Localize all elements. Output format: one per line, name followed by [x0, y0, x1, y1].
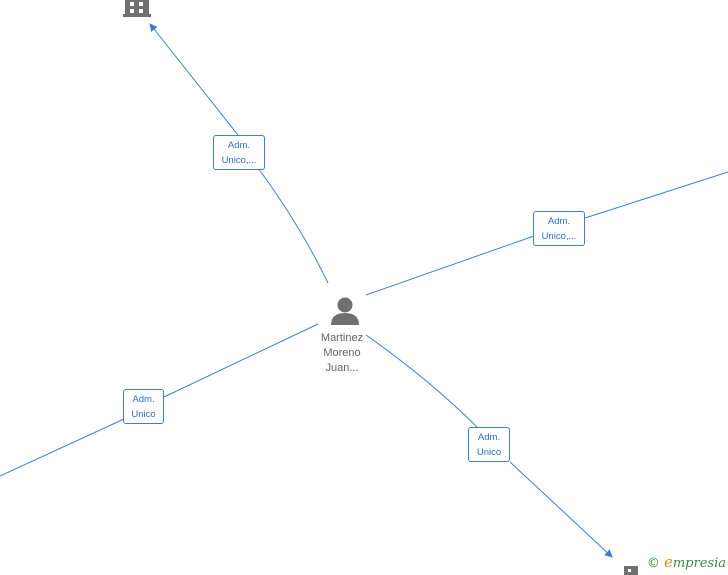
edge-label-left[interactable]: Adm. Unico	[123, 389, 164, 424]
edge-top-company	[150, 24, 329, 284]
edge-label-role: Adm.	[227, 140, 251, 151]
edge-label-role: Adm.	[477, 432, 501, 443]
edge-label-role-detail: Unico,...	[221, 155, 257, 166]
person-name-line: Juan...	[325, 362, 359, 374]
empresia-watermark: © empresia	[647, 553, 726, 571]
edge-label-bottom[interactable]: Adm. Unico	[468, 427, 510, 462]
building-icon[interactable]	[123, 0, 151, 17]
person-icon[interactable]	[331, 297, 359, 326]
person-name[interactable]: Martinez Moreno Juan...	[307, 331, 377, 376]
edge-label-role: Adm.	[132, 394, 155, 405]
brand-initial: e	[663, 553, 673, 571]
edge-label-role-detail: Unico	[131, 409, 156, 420]
edge-bottom-left	[0, 323, 319, 477]
edge-label-right[interactable]: Adm. Unico,...	[533, 211, 585, 246]
building-icon[interactable]	[624, 566, 638, 575]
person-name-line: Moreno	[323, 347, 361, 359]
brand-name: mpresia	[672, 556, 726, 571]
edge-label-role-detail: Unico	[476, 447, 502, 458]
edge-right	[365, 171, 728, 296]
edge-label-role-detail: Unico,...	[541, 231, 577, 242]
edge-label-top[interactable]: Adm. Unico,...	[213, 135, 265, 170]
person-name-line: Martinez	[320, 332, 364, 344]
edge-label-role: Adm.	[547, 216, 571, 227]
edge-bottom-right-company	[365, 334, 612, 557]
copyright-symbol: ©	[646, 556, 660, 571]
